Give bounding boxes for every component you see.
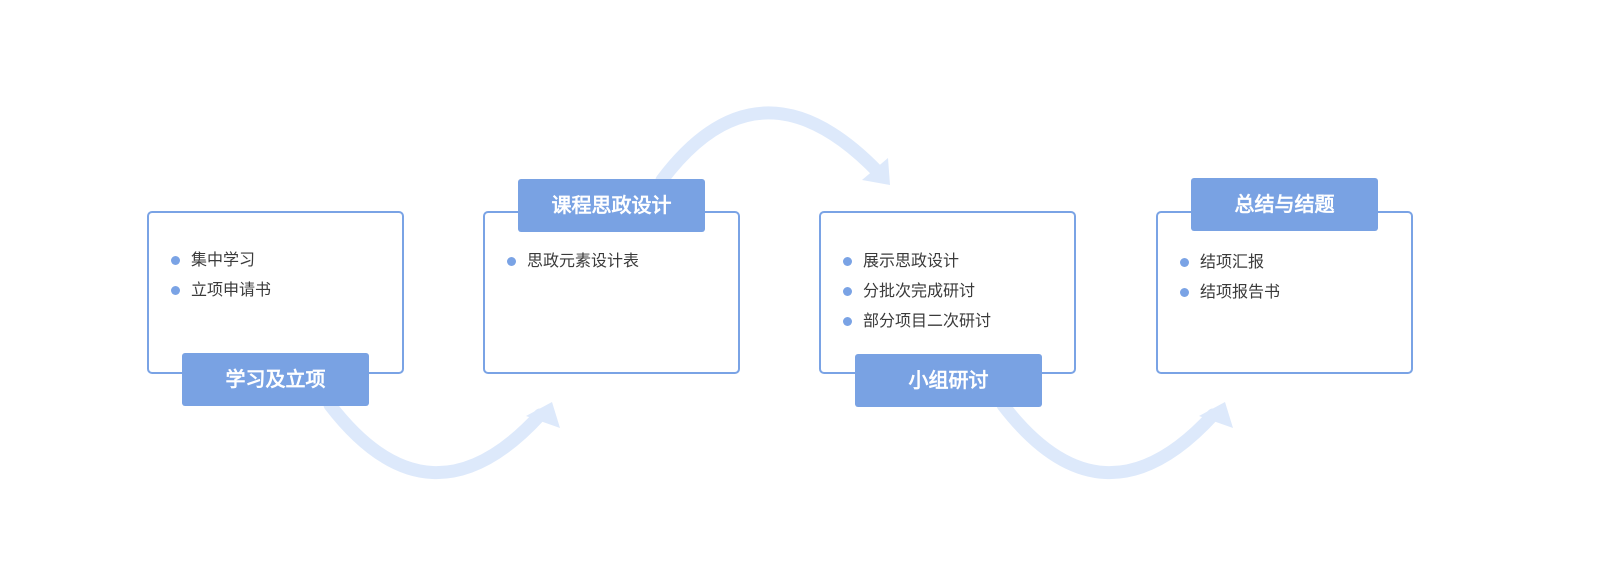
stage-card-2: 思政元素设计表	[483, 211, 740, 374]
stage-3-item: 分批次完成研讨	[821, 276, 1074, 306]
stage-card-3: 展示思政设计 分批次完成研讨 部分项目二次研讨	[819, 211, 1076, 374]
stage-4-item-label: 结项汇报	[1200, 252, 1265, 271]
stage-3-item: 部分项目二次研讨	[821, 306, 1074, 336]
stage-title-1: 学习及立项	[182, 353, 369, 406]
stage-card-4: 结项汇报 结项报告书	[1156, 211, 1413, 374]
bullet-dot-icon	[507, 257, 516, 266]
stage-2-items: 思政元素设计表	[485, 246, 738, 276]
stage-3-item-label: 分批次完成研讨	[863, 281, 976, 300]
stage-4-item-label: 结项报告书	[1200, 282, 1281, 301]
stage-1-item-label: 立项申请书	[191, 280, 272, 299]
stage-4-item: 结项报告书	[1158, 277, 1411, 307]
stage-1-item-label: 集中学习	[191, 250, 256, 269]
flow-arrow-1-2	[323, 398, 547, 480]
stage-2-item-label: 思政元素设计表	[527, 251, 640, 270]
stage-title-4: 总结与结题	[1191, 178, 1378, 231]
flow-arrow-3-4	[996, 398, 1220, 480]
stage-4-item: 结项汇报	[1158, 247, 1411, 277]
stage-3-item-label: 部分项目二次研讨	[863, 311, 992, 330]
stage-1-item: 立项申请书	[149, 275, 402, 305]
stage-1-item: 集中学习	[149, 245, 402, 275]
flow-arrowhead-3-4	[1199, 402, 1233, 428]
bullet-dot-icon	[171, 286, 180, 295]
bullet-dot-icon	[843, 317, 852, 326]
stage-3-items: 展示思政设计 分批次完成研讨 部分项目二次研讨	[821, 246, 1074, 336]
bullet-dot-icon	[843, 287, 852, 296]
stage-2-item: 思政元素设计表	[485, 246, 738, 276]
bullet-dot-icon	[843, 257, 852, 266]
bullet-dot-icon	[171, 256, 180, 265]
flow-arrow-2-3	[655, 106, 885, 187]
bullet-dot-icon	[1180, 288, 1189, 297]
stage-4-items: 结项汇报 结项报告书	[1158, 247, 1411, 307]
stage-title-3: 小组研讨	[855, 354, 1042, 407]
stage-3-item-label: 展示思政设计	[863, 251, 960, 270]
stage-title-2: 课程思政设计	[518, 179, 705, 232]
stage-1-items: 集中学习 立项申请书	[149, 245, 402, 305]
stage-card-1: 集中学习 立项申请书	[147, 211, 404, 374]
stage-3-item: 展示思政设计	[821, 246, 1074, 276]
flow-arrowhead-1-2	[526, 402, 560, 428]
flow-arrowhead-2-3	[862, 158, 890, 185]
bullet-dot-icon	[1180, 258, 1189, 267]
